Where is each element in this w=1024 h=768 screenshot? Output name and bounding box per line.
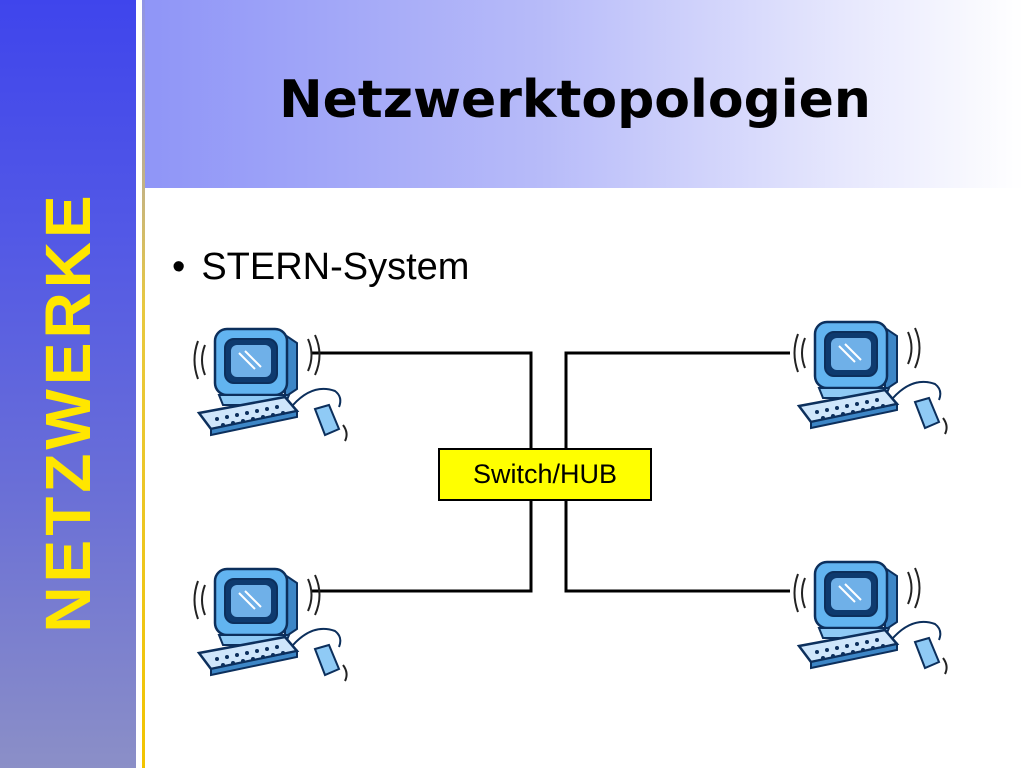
title-banner: Netzwerktopologien [145,0,1024,188]
computer-icon [193,327,348,443]
bullet-marker: • [172,246,186,288]
computer-icon [193,567,348,683]
hub-label: Switch/HUB [472,459,618,489]
link-top-left [312,351,533,448]
link-bottom-left [312,501,533,593]
link-bottom-right [564,501,790,593]
bullet-text: STERN-System [201,246,470,288]
switch-hub-box: Switch/HUB [438,448,652,501]
sidebar: NETZWERKE [0,0,136,768]
slide-title: Netzwerktopologien [279,70,871,130]
divider-gap [136,0,142,768]
computer-icon [793,560,948,676]
computer-icon [793,320,948,436]
divider-line [142,0,145,768]
connection-lines [312,351,790,593]
bullet-item: • STERN-System [172,246,469,289]
link-top-right [564,351,790,448]
